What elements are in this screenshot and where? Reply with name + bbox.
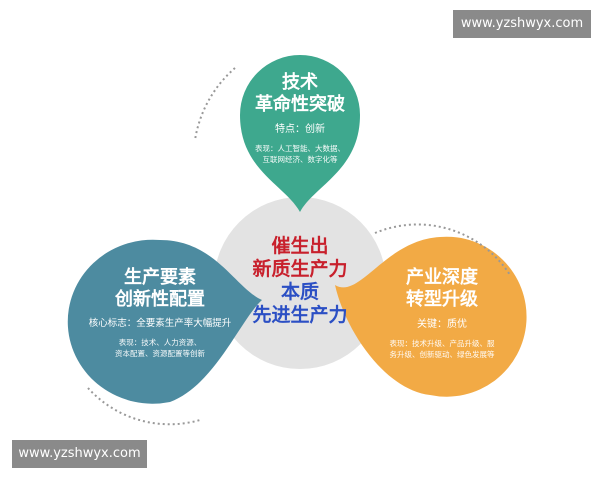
center-circle [214, 197, 386, 369]
right-block: 产业深度 转型升级 关键：质优 表现：技术升级、产品升级、服 务升级、创新驱动、… [372, 267, 512, 360]
arrow-arc-right [374, 223, 511, 276]
watermark-top: www.yzshwyx.com [453, 10, 591, 38]
arrow-arc-left [87, 387, 201, 426]
top-detail-2: 互联网经济、数字化等 [262, 155, 338, 164]
center-text: 催生出 新质生产力 本质 先进生产力 [215, 235, 385, 327]
left-title-1: 生产要素 [124, 267, 196, 288]
top-title-1: 技术 [282, 72, 318, 93]
right-title-1: 产业深度 [406, 267, 478, 288]
center-line-3: 本质 [280, 281, 319, 303]
center-line-1: 催生出 [271, 235, 329, 257]
left-block: 生产要素 创新性配置 核心标志：全要素生产率大幅提升 表现：技术、人力资源、 资… [80, 267, 240, 359]
left-detail-1: 表现：技术、人力资源、 [118, 338, 202, 347]
top-feature: 特点：创新 [275, 124, 325, 135]
right-detail-1: 表现：技术升级、产品升级、服 [389, 339, 495, 348]
left-title-2: 创新性配置 [115, 289, 205, 310]
arrow-arc-top [194, 67, 236, 141]
right-teardrop [335, 236, 527, 397]
right-detail-2: 务升级、创新驱动、绿色发展等 [389, 350, 495, 359]
top-title-2: 革命性突破 [255, 94, 345, 115]
top-teardrop [240, 55, 360, 212]
right-title-2: 转型升级 [406, 289, 478, 310]
right-feature: 关键：质优 [417, 319, 467, 330]
watermark-bottom: www.yzshwyx.com [12, 440, 147, 468]
center-line-2: 新质生产力 [252, 258, 348, 280]
left-teardrop [67, 239, 262, 404]
center-line-4: 先进生产力 [252, 304, 348, 326]
left-feature: 核心标志：全要素生产率大幅提升 [88, 318, 232, 329]
top-block: 技术 革命性突破 特点：创新 表现：人工智能、大数据、 互联网经济、数字化等 [240, 72, 360, 165]
top-detail-1: 表现：人工智能、大数据、 [255, 144, 345, 153]
left-detail-2: 资本配置、资源配置等创新 [115, 349, 205, 358]
